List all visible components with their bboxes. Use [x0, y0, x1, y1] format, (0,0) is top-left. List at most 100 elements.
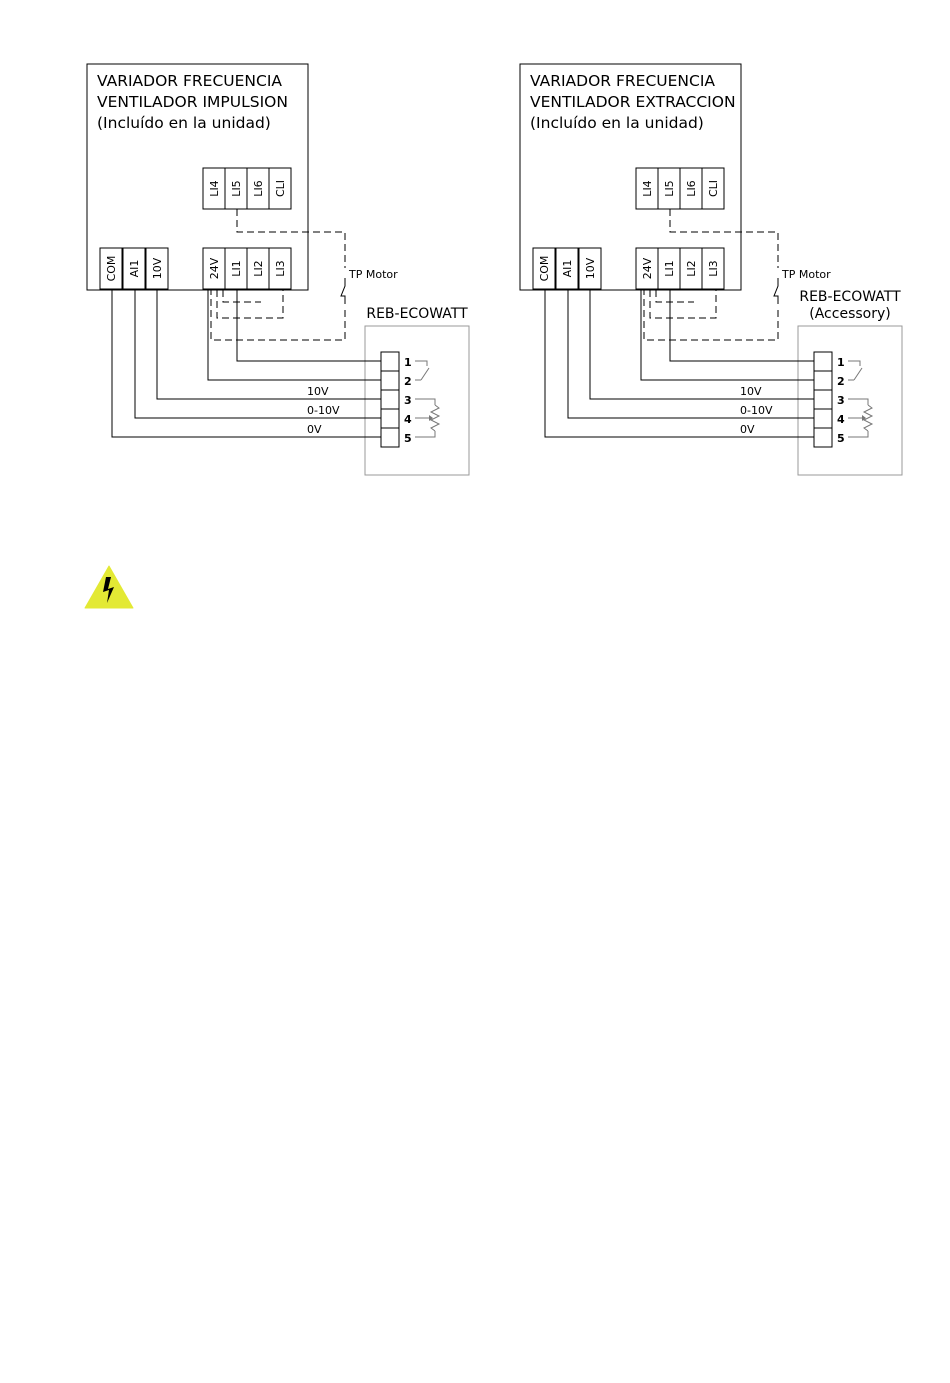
- pot-top-lead: [848, 398, 869, 405]
- vfd-title-line-1: VARIADOR FRECUENCIA: [530, 72, 715, 90]
- tp-motor-label: TP Motor: [781, 268, 831, 281]
- pot-top-lead: [415, 398, 436, 405]
- reb-ecowatt-title-line-1: REB-ECOWATT: [366, 306, 468, 322]
- terminal-li5: LI5: [663, 180, 676, 196]
- terminal-ai1-cell: [555, 247, 579, 290]
- tp-motor-return-wire: [210, 290, 346, 341]
- terminal-com: COM: [105, 256, 118, 282]
- jumper-wire-1: [649, 290, 717, 319]
- terminal-ai1: AI1: [561, 260, 574, 278]
- control-terminal-cell: [380, 408, 400, 429]
- terminal-li3-cell: [268, 247, 292, 290]
- terminal-cli: CLI: [274, 180, 287, 197]
- wire-24v-to-2: [640, 290, 814, 381]
- control-terminal-1: 1: [837, 356, 845, 369]
- control-terminal-cell: [813, 427, 833, 448]
- control-terminal-cell: [813, 389, 833, 410]
- terminal-cli-cell: [701, 167, 725, 210]
- vfd-title-line-2: VENTILADOR EXTRACCION: [530, 93, 736, 111]
- lightning-bolt-icon: [103, 577, 114, 603]
- terminal-24v: 24V: [208, 257, 221, 279]
- control-terminal-4: 4: [404, 413, 412, 426]
- terminal-li2: LI2: [685, 260, 698, 276]
- wire-24v-to-2: [207, 290, 381, 381]
- control-switch-blade: [853, 367, 863, 381]
- terminal-li1: LI1: [663, 260, 676, 276]
- control-terminal-cell: [813, 351, 833, 372]
- terminal-li1: LI1: [230, 260, 243, 276]
- control-terminal-cell: [380, 427, 400, 448]
- terminal-li4: LI4: [641, 180, 654, 196]
- tp-motor-dashed-wire: [669, 209, 779, 268]
- terminal-li6: LI6: [252, 180, 265, 196]
- terminal-li6: LI6: [685, 180, 698, 196]
- reb-ecowatt-title-line-2: (Accessory): [809, 306, 890, 322]
- control-terminal-3: 3: [404, 394, 412, 407]
- vfd-title-line-2: VENTILADOR IMPULSION: [97, 93, 288, 111]
- terminal-cli: CLI: [707, 180, 720, 197]
- wire-label-0v: 0V: [740, 423, 755, 436]
- control-terminal-5: 5: [837, 432, 845, 445]
- wire-label-0-10v: 0-10V: [740, 404, 773, 417]
- control-terminal-cell: [380, 370, 400, 391]
- pot-bottom-lead: [415, 431, 436, 438]
- wire-ai1-to-4: [567, 290, 814, 419]
- control-terminal-2: 2: [837, 375, 845, 388]
- control-terminal-2: 2: [404, 375, 412, 388]
- tp-motor-dashed-wire: [236, 209, 346, 268]
- control-terminal-5: 5: [404, 432, 412, 445]
- control-terminal-cell: [813, 370, 833, 391]
- wire-label-10v: 10V: [740, 385, 762, 398]
- electrical-hazard-icon: [84, 565, 134, 609]
- pot-wiper-arrow-icon: [429, 415, 433, 421]
- terminal-ai1: AI1: [128, 260, 141, 278]
- terminal-li3: LI3: [707, 260, 720, 276]
- terminal-ai1-cell: [122, 247, 146, 290]
- terminal-com-cell: [532, 247, 556, 290]
- control-terminal-1: 1: [404, 356, 412, 369]
- terminal-li3: LI3: [274, 260, 287, 276]
- jumper-wire-2: [222, 290, 261, 303]
- control-switch-top: [848, 360, 861, 366]
- wire-label-0-10v: 0-10V: [307, 404, 340, 417]
- pot-bottom-lead: [848, 431, 869, 438]
- wire-com-to-5: [544, 290, 814, 438]
- terminal-li5: LI5: [230, 180, 243, 196]
- jumper-wire-1: [216, 290, 284, 319]
- tp-motor-label: TP Motor: [348, 268, 398, 281]
- terminal-li4: LI4: [208, 180, 221, 196]
- potentiometer-resistor: [862, 404, 874, 432]
- tp-motor-switch: [773, 278, 779, 304]
- terminal-10v-cell: [145, 247, 169, 290]
- vfd-title-line-3: (Incluído en la unidad): [530, 114, 704, 132]
- control-switch-blade: [420, 367, 430, 381]
- terminal-10v: 10V: [584, 257, 597, 279]
- terminal-cli-cell: [268, 167, 292, 210]
- pot-wiper-arrow-icon: [862, 415, 866, 421]
- terminal-com-cell: [99, 247, 123, 290]
- tp-motor-switch: [340, 278, 346, 304]
- wire-label-10v: 10V: [307, 385, 329, 398]
- wire-com-to-5: [111, 290, 381, 438]
- control-switch-top: [415, 360, 428, 366]
- control-terminal-cell: [380, 389, 400, 410]
- terminal-com: COM: [538, 256, 551, 282]
- wiring-diagram-2: VARIADOR FRECUENCIA VENTILADOR EXTRACCION…: [519, 63, 903, 476]
- wire-10v-to-3: [156, 290, 381, 400]
- control-terminal-3: 3: [837, 394, 845, 407]
- terminal-24v: 24V: [641, 257, 654, 279]
- wire-10v-to-3: [589, 290, 814, 400]
- wire-li1-to-1: [236, 290, 381, 362]
- jumper-wire-2: [655, 290, 694, 303]
- vfd-title-line-1: VARIADOR FRECUENCIA: [97, 72, 282, 90]
- wire-li1-to-1: [669, 290, 814, 362]
- warning-triangle: [84, 565, 134, 609]
- wire-label-0v: 0V: [307, 423, 322, 436]
- wiring-diagram-1: VARIADOR FRECUENCIA VENTILADOR IMPULSION (…: [86, 63, 470, 476]
- control-terminal-cell: [380, 351, 400, 372]
- tp-motor-return-wire: [643, 290, 779, 341]
- potentiometer-resistor: [429, 404, 441, 432]
- terminal-10v: 10V: [151, 257, 164, 279]
- vfd-title-line-3: (Incluído en la unidad): [97, 114, 271, 132]
